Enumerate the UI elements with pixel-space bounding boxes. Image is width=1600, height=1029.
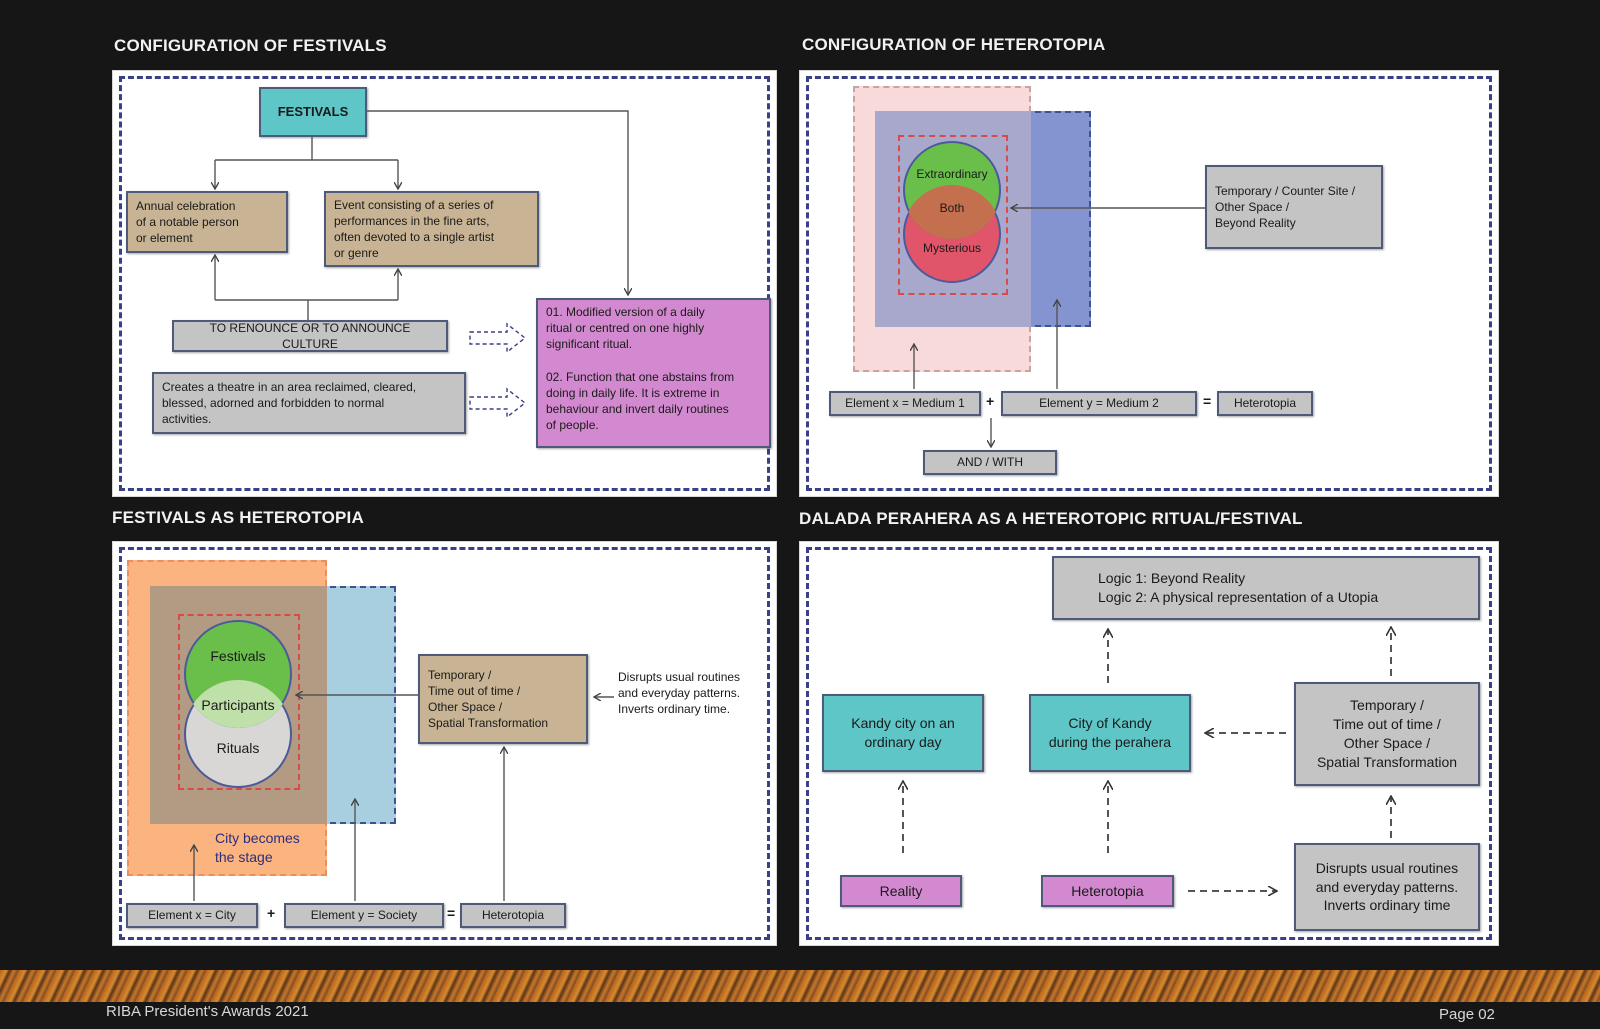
heterotopia-inner-area (178, 614, 300, 790)
element-y-medium-2-box: Element y = Medium 2 (1001, 391, 1197, 416)
mysterious-label: Mysterious (922, 241, 981, 255)
and-with-box: AND / WITH (923, 450, 1057, 475)
temporary-time-out-box: Temporary / Time out of time / Other Spa… (1294, 682, 1480, 786)
modified-version-box: 01. Modified version of a daily ritual o… (536, 298, 771, 448)
annual-celebration-box: Annual celebration of a notable person o… (126, 191, 288, 253)
plus-sign: + (986, 393, 995, 409)
equals-sign: = (1203, 393, 1212, 409)
festivals-label: Festivals (210, 648, 266, 664)
title-configuration-of-heterotopia: CONFIGURATION OF HETEROTOPIA (802, 35, 1106, 54)
decorative-pattern-band (0, 970, 1600, 1002)
festivals-box: FESTIVALS (259, 87, 367, 137)
element-x-city-box: Element x = City (126, 903, 258, 928)
both-label: Both (939, 201, 965, 215)
event-box: Event consisting of a series of performa… (324, 191, 539, 267)
heterotopia-box: Heterotopia (1041, 875, 1174, 907)
disrupts-routines-text: Disrupts usual routines and everyday pat… (618, 670, 741, 717)
temporary-counter-site-box: Temporary / Counter Site / Other Space /… (1205, 165, 1383, 249)
rituals-label: Rituals (216, 740, 260, 756)
footer-award-text: RIBA President's Awards 2021 (106, 1003, 309, 1020)
kandy-ordinary-day-box: Kandy city on an ordinary day (822, 694, 984, 772)
title-festivals-as-heterotopia: FESTIVALS AS HETEROTOPIA (112, 508, 364, 527)
panel-dashed-border (119, 76, 770, 491)
theatre-box: Creates a theatre in an area reclaimed, … (152, 372, 466, 434)
city-becomes-stage-text: City becomes the stage (215, 830, 300, 865)
both-lens: Both (903, 185, 1001, 239)
participants-lens: Participants (184, 680, 292, 728)
element-y-society-box: Element y = Society (284, 903, 444, 928)
participants-label: Participants (201, 697, 275, 713)
temporary-time-out-box: Temporary / Time out of time / Other Spa… (418, 654, 588, 744)
element-x-medium-1-box: Element x = Medium 1 (829, 391, 981, 416)
heterotopia-result-box: Heterotopia (460, 903, 566, 928)
panel-dashed-border (806, 547, 1492, 940)
heterotopia-inner-area (898, 135, 1008, 295)
renounce-announce-box: TO RENOUNCE OR TO ANNOUNCE CULTURE (172, 320, 448, 352)
plus-sign: + (267, 905, 276, 921)
disrupts-routines-box: Disrupts usual routines and everyday pat… (1294, 843, 1480, 931)
panel-dashed-border (806, 76, 1492, 491)
heterotopia-result-box: Heterotopia (1217, 391, 1313, 416)
logic-box: Logic 1: Beyond Reality Logic 2: A physi… (1052, 556, 1480, 620)
kandy-during-perahera-box: City of Kandy during the perahera (1029, 694, 1191, 772)
footer-page-number: Page 02 (1439, 1006, 1495, 1023)
equals-sign: = (447, 905, 456, 921)
panel-dashed-border (119, 547, 770, 940)
title-configuration-of-festivals: CONFIGURATION OF FESTIVALS (114, 36, 387, 55)
title-dalada-perahera: DALADA PERAHERA AS A HETEROTOPIC RITUAL/… (799, 509, 1303, 528)
extraordinary-label: Extraordinary (916, 167, 988, 181)
reality-box: Reality (840, 875, 962, 907)
